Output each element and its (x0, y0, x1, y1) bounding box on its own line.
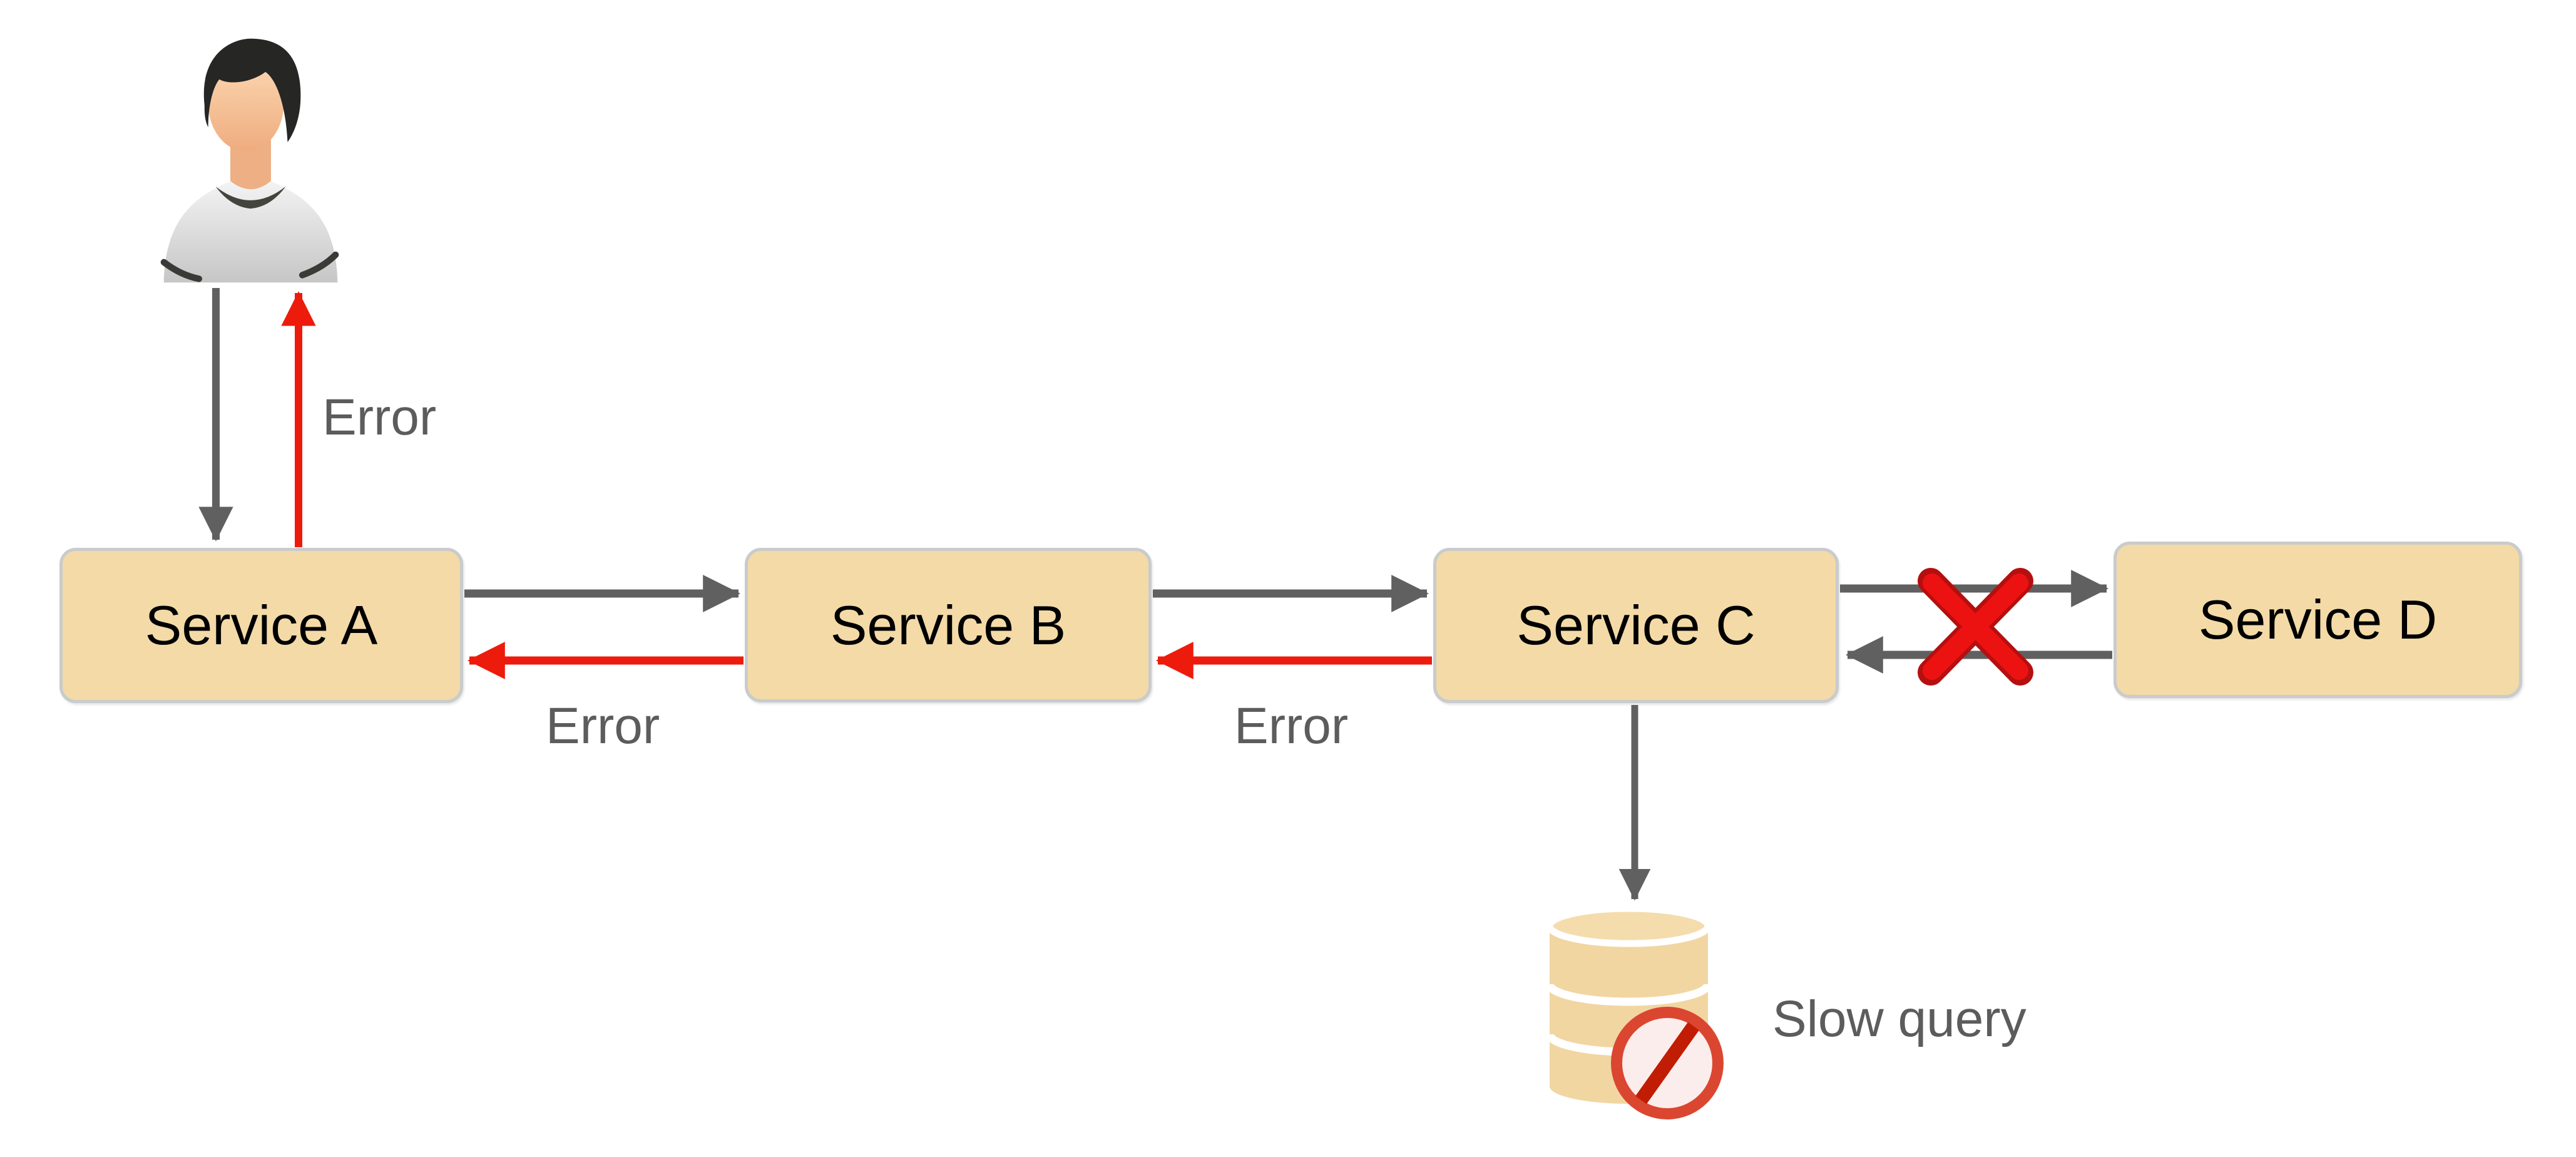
database-icon (1545, 905, 1712, 1104)
service-c-label: Service C (1516, 594, 1756, 656)
service-a-label: Service A (145, 594, 378, 656)
error-label-b-c: Error (1234, 697, 1349, 754)
no-entry-icon (1611, 1007, 1724, 1119)
person-icon (160, 38, 339, 283)
failure-x-icon (1918, 568, 2033, 686)
service-b-label: Service B (830, 594, 1066, 656)
slow-query-label: Slow query (1772, 990, 2027, 1047)
error-label-a-b: Error (546, 697, 660, 754)
service-c-node: Service C (1433, 548, 1839, 703)
service-d-label: Service D (2198, 589, 2438, 650)
service-d-node: Service D (2113, 542, 2522, 698)
service-a-node: Service A (59, 548, 463, 703)
error-label-user: Error (322, 389, 437, 446)
service-b-node: Service B (745, 548, 1152, 702)
